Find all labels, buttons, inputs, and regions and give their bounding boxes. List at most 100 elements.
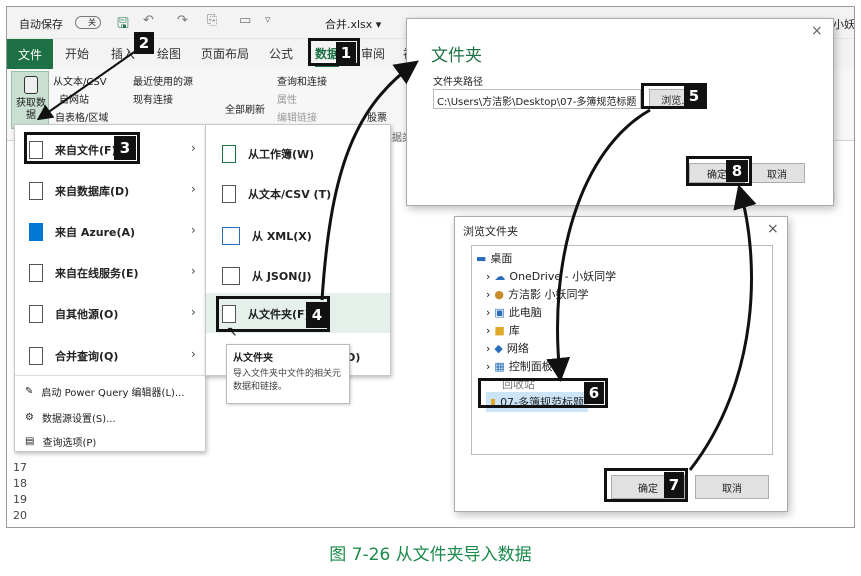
queries-connections-button[interactable]: 查询和连接 bbox=[277, 77, 327, 88]
power-query-icon: ✎ bbox=[25, 385, 34, 397]
arrow-browse-to-tree bbox=[546, 108, 651, 382]
chevron-right-icon: › bbox=[191, 141, 196, 155]
menu-item-data-source-settings[interactable]: ⚙数据源设置(S)... bbox=[25, 411, 116, 425]
tree-item-desktop[interactable]: ▬桌面 bbox=[476, 251, 513, 266]
step-badge: 1 bbox=[336, 42, 356, 64]
step-badge: 5 bbox=[684, 86, 704, 106]
arrow-step4-to-dialog bbox=[320, 60, 419, 301]
from-table-button[interactable]: 自表格/区域 bbox=[55, 113, 109, 124]
menu-divider bbox=[15, 375, 205, 376]
tree-item-onedrive[interactable]: ›☁OneDrive - 小妖同学 bbox=[486, 269, 617, 284]
folder-icon: ▮ bbox=[490, 395, 497, 409]
chevron-right-icon: › bbox=[191, 305, 196, 319]
cancel-button[interactable]: 取消 bbox=[695, 475, 769, 499]
arrow-ok-to-folder-ok bbox=[688, 184, 757, 471]
row-header[interactable]: 19 bbox=[13, 493, 27, 506]
tab-page-layout[interactable]: 页面布局 bbox=[201, 47, 250, 61]
highlight-ok-folder bbox=[686, 156, 752, 186]
chevron-right-icon: › bbox=[191, 347, 196, 361]
recent-sources-button[interactable]: 最近使用的源 bbox=[133, 77, 193, 88]
folder-dialog: × 文件夹 文件夹路径 C:\Users\方洁影\Desktop\07-多簿规范… bbox=[406, 18, 834, 206]
tree-item-control-panel[interactable]: ›▦控制面板 bbox=[486, 359, 553, 374]
from-file-submenu: 从工作簿(W) 从文本/CSV (T) 从 XML(X) 从 JSON(J) 从… bbox=[205, 124, 391, 376]
submenu-item-from-text-csv[interactable]: 从文本/CSV (T) bbox=[222, 179, 331, 209]
customize-icon[interactable]: ▿ bbox=[265, 13, 271, 26]
tooltip-body: 导入文件夹中文件的相关元数据和链接。 bbox=[233, 369, 342, 392]
desktop-icon: ▬ bbox=[476, 251, 487, 265]
chevron-right-icon: › bbox=[486, 269, 491, 283]
library-icon: ■ bbox=[494, 323, 505, 337]
excel-icon bbox=[222, 145, 236, 163]
existing-connections-button[interactable]: 现有连接 bbox=[133, 95, 173, 106]
tab-draw[interactable]: 绘图 bbox=[157, 47, 182, 61]
menu-item-from-azure[interactable]: 来自 Azure(A) bbox=[29, 219, 135, 245]
undo-icon[interactable]: ↶ bbox=[143, 13, 154, 28]
table-icon bbox=[29, 347, 43, 365]
row-header[interactable]: 18 bbox=[13, 477, 27, 490]
autosave-label: 自动保存 bbox=[19, 18, 63, 31]
tree-item-library[interactable]: ›■库 bbox=[486, 323, 520, 338]
menu-item-combine-queries[interactable]: 合并查询(Q) bbox=[29, 343, 118, 369]
menu-item-from-database[interactable]: 来自数据库(D) bbox=[29, 178, 129, 204]
menu-item-other-sources[interactable]: 自其他源(O) bbox=[29, 301, 118, 327]
network-icon: ◆ bbox=[494, 341, 503, 355]
submenu-item-from-folder[interactable]: 从文件夹(F) bbox=[222, 299, 310, 329]
menu-item-from-online-services[interactable]: 来自在线服务(E) bbox=[29, 260, 139, 286]
highlight-selected-folder bbox=[478, 378, 608, 408]
step-badge: 6 bbox=[584, 382, 604, 404]
close-icon[interactable]: × bbox=[811, 23, 823, 39]
network-document-icon bbox=[29, 305, 43, 323]
figure-caption: 图 7-26 从文件夹导入数据 bbox=[329, 545, 532, 565]
window-icon[interactable]: ▭ bbox=[239, 13, 252, 28]
from-web-button[interactable]: 自网站 bbox=[59, 95, 89, 106]
tab-formulas[interactable]: 公式 bbox=[269, 47, 294, 61]
path-label: 文件夹路径 bbox=[433, 77, 483, 88]
submenu-highlight bbox=[206, 293, 390, 333]
chevron-right-icon: › bbox=[486, 305, 491, 319]
folder-document-icon bbox=[222, 305, 236, 323]
row-header[interactable]: 20 bbox=[13, 509, 27, 522]
submenu-item-from-xml[interactable]: 从 XML(X) bbox=[222, 221, 312, 251]
menu-item-from-file[interactable]: 来自文件(F) bbox=[29, 137, 117, 163]
chevron-right-icon: › bbox=[191, 264, 196, 278]
path-input[interactable]: C:\Users\方洁影\Desktop\07-多簿规范标题 bbox=[433, 89, 641, 109]
highlight-from-file bbox=[24, 132, 140, 164]
database-icon bbox=[29, 182, 43, 200]
chevron-right-icon: › bbox=[486, 341, 491, 355]
tree-item-recycle-bin[interactable]: 回收站 bbox=[502, 378, 535, 391]
tab-home[interactable]: 开始 bbox=[65, 47, 90, 61]
step-badge: 8 bbox=[726, 160, 748, 182]
step-badge: 7 bbox=[664, 472, 684, 498]
mouse-cursor-icon: ↖ bbox=[226, 324, 238, 340]
menu-item-power-query-editor[interactable]: ✎启动 Power Query 编辑器(L)... bbox=[25, 385, 185, 399]
refresh-all-button[interactable]: 全部刷新 bbox=[225, 105, 265, 116]
edit-links-button[interactable]: 编辑链接 bbox=[277, 113, 317, 124]
submenu-item-from-workbook[interactable]: 从工作簿(W) bbox=[222, 139, 314, 169]
highlight-ok-browse bbox=[604, 468, 688, 502]
tree-item-this-pc[interactable]: ›▣此电脑 bbox=[486, 305, 542, 320]
settings-document-icon: ⚙ bbox=[25, 411, 34, 423]
tab-file[interactable]: 文件 bbox=[7, 39, 53, 69]
tree-item-user[interactable]: ›●方洁影 小妖同学 bbox=[486, 287, 589, 302]
row-header[interactable]: 17 bbox=[13, 461, 27, 474]
clipboard-icon[interactable]: ⎘ bbox=[207, 13, 218, 28]
tree-item-network[interactable]: ›◆网络 bbox=[486, 341, 529, 356]
user-icon: ● bbox=[494, 287, 505, 301]
from-text-csv-button[interactable]: 从文本/CSV bbox=[53, 77, 107, 88]
cancel-button[interactable]: 取消 bbox=[749, 163, 805, 183]
submenu-item-from-json[interactable]: 从 JSON(J) bbox=[222, 261, 312, 291]
folder-tree[interactable]: ▬桌面 ›☁OneDrive - 小妖同学 ›●方洁影 小妖同学 ›▣此电脑 ›… bbox=[471, 245, 773, 455]
tab-insert[interactable]: 插入 bbox=[111, 47, 136, 61]
close-icon[interactable]: × bbox=[767, 221, 779, 237]
save-icon[interactable]: 🖫 bbox=[117, 16, 129, 32]
tab-review[interactable]: 审阅 bbox=[361, 47, 386, 61]
file-name[interactable]: 合并.xlsx ▾ bbox=[325, 18, 382, 31]
user-name[interactable]: 小妖 bbox=[833, 18, 855, 31]
chevron-right-icon: › bbox=[191, 223, 196, 237]
menu-item-query-options[interactable]: ▤查询选项(P) bbox=[25, 435, 97, 449]
properties-button[interactable]: 属性 bbox=[277, 95, 297, 106]
redo-icon[interactable]: ↷ bbox=[177, 13, 188, 28]
autosave-toggle[interactable]: 关 bbox=[75, 16, 101, 29]
stocks-button[interactable]: 股票 bbox=[367, 113, 387, 124]
chevron-right-icon: › bbox=[191, 182, 196, 196]
